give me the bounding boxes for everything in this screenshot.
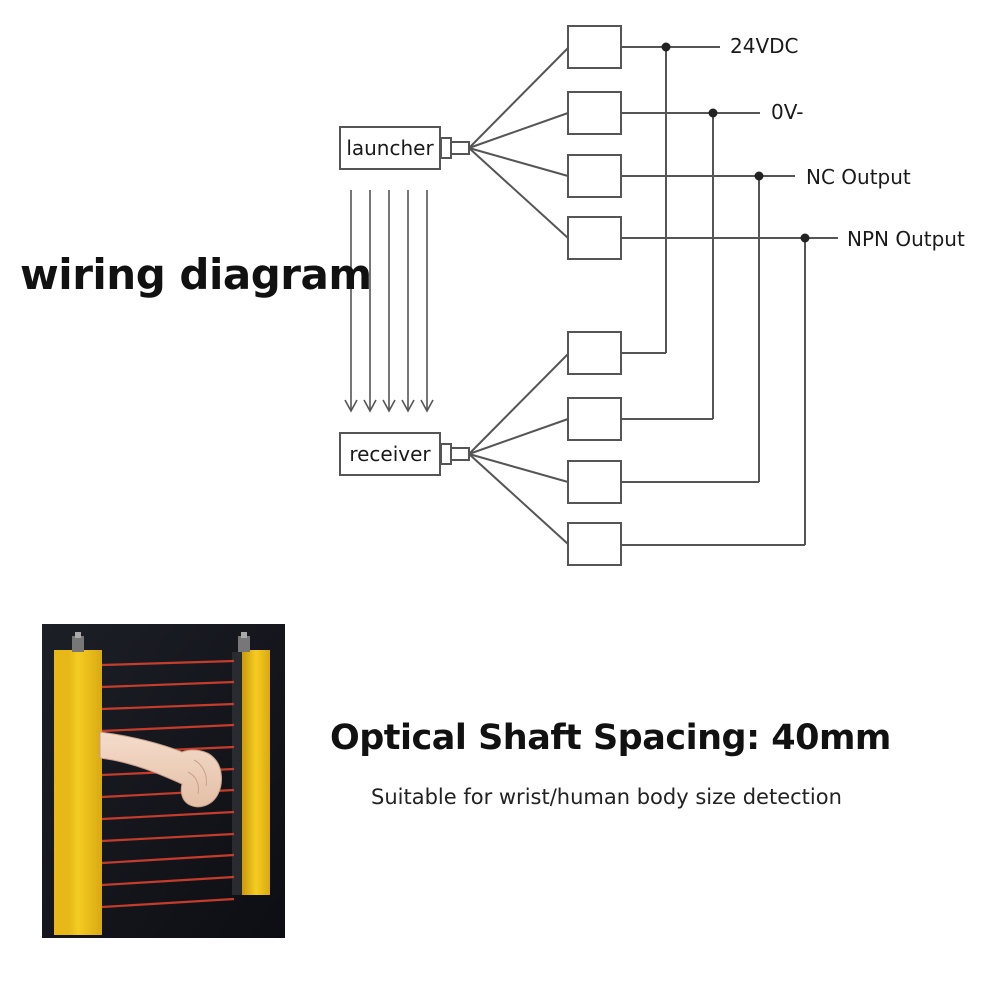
- wire-box: [567, 522, 622, 566]
- launcher-connector: [440, 137, 452, 159]
- wire-box: [567, 216, 622, 260]
- launcher-box: [339, 126, 441, 170]
- wiring-diagram: launcher receiver 24VDC 0V- NC Output NP…: [339, 25, 965, 566]
- junction-dot: [661, 42, 671, 52]
- spec-subtitle: Suitable for wrist/human body size detec…: [371, 785, 842, 809]
- wire-box: [567, 331, 622, 375]
- junction-dot: [708, 108, 718, 118]
- receiver-box: [339, 432, 441, 476]
- page-heading: wiring diagram: [20, 250, 372, 299]
- terminal-label-nc-output: NC Output: [806, 165, 911, 189]
- terminal-label-24vdc: 24VDC: [730, 34, 799, 58]
- junction-dot: [754, 171, 764, 181]
- light-curtain-photo: [42, 624, 285, 938]
- junction-dot: [800, 233, 810, 243]
- wire-box: [567, 91, 622, 135]
- receiver-connector: [440, 443, 452, 465]
- wire-box: [567, 154, 622, 198]
- launcher-label: launcher: [346, 136, 434, 160]
- terminal-label-0v: 0V-: [771, 100, 803, 124]
- terminal-label-npn-output: NPN Output: [847, 227, 965, 251]
- wire-box: [567, 397, 622, 441]
- spec-title: Optical Shaft Spacing: 40mm: [330, 718, 891, 758]
- receiver-label: receiver: [349, 442, 431, 466]
- beam-arrows: [344, 190, 434, 413]
- wire-box: [567, 25, 622, 69]
- wire-box: [567, 460, 622, 504]
